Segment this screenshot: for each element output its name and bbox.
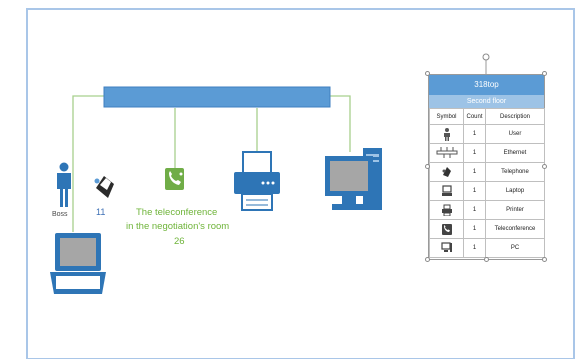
ethernet-icon: [436, 147, 457, 158]
printer-icon: [441, 204, 452, 216]
connector-laptop: [72, 95, 104, 232]
resize-handle-top-left[interactable]: [425, 71, 430, 76]
legend-count: 1: [463, 162, 486, 182]
legend-count: 1: [463, 219, 486, 239]
legend-row: 1 PC: [429, 238, 545, 258]
legend-header-description: Description: [485, 108, 545, 125]
legend-symbol-pc: [429, 238, 464, 258]
legend-description: Laptop: [485, 181, 545, 201]
legend-description: Printer: [485, 200, 545, 220]
legend-description: Teleconference: [485, 219, 545, 239]
legend-description: Ethernet: [485, 143, 545, 163]
resize-handle-mid-left[interactable]: [425, 164, 430, 169]
teleconference-icon: [441, 223, 452, 235]
legend-row: 1 Telephone: [429, 162, 545, 182]
legend-count: 1: [463, 143, 486, 163]
teleconference-icon[interactable]: [165, 168, 184, 190]
legend-symbol-printer: [429, 200, 464, 220]
legend-description: User: [485, 124, 545, 144]
pc-icon[interactable]: [325, 148, 382, 210]
legend-table[interactable]: 318top Second floor Symbol Count Descrip…: [428, 74, 545, 260]
resize-handle-mid-right[interactable]: [542, 164, 547, 169]
ethernet-bus[interactable]: [103, 86, 331, 108]
teleconference-label-line2: in the negotiation's room: [126, 221, 230, 232]
legend-count: 1: [463, 200, 486, 220]
legend-count: 1: [463, 124, 486, 144]
resize-handle-bottom-mid[interactable]: [484, 257, 489, 262]
user-icon: [443, 127, 450, 141]
boss-label: Boss: [52, 211, 68, 218]
legend-grid: Symbol Count Description 1 User: [429, 108, 545, 258]
user-icon[interactable]: [57, 162, 71, 208]
legend-symbol-ethernet: [429, 143, 464, 163]
connector-pc: [330, 95, 351, 152]
telephone-icon[interactable]: [94, 176, 115, 198]
resize-handle-bottom-right[interactable]: [542, 257, 547, 262]
telephone-icon: [442, 167, 451, 177]
teleconference-label-line1: The teleconference: [136, 207, 218, 218]
legend-header-symbol: Symbol: [429, 108, 464, 125]
pc-icon: [440, 242, 452, 252]
legend-count: 1: [463, 238, 486, 258]
legend-description: PC: [485, 238, 545, 258]
legend-row: 1 Teleconference: [429, 219, 545, 239]
legend-count: 1: [463, 181, 486, 201]
printer-icon[interactable]: [234, 151, 280, 211]
legend-symbol-laptop: [429, 181, 464, 201]
connector-lines: [72, 95, 351, 232]
legend-symbol-telephone: [429, 162, 464, 182]
teleconference-label-line3: 26: [174, 236, 185, 247]
legend-row: 1 User: [429, 124, 545, 144]
legend-row: 1 Ethernet: [429, 143, 545, 163]
legend-subtitle: Second floor: [429, 95, 544, 108]
legend-title: 318top: [429, 75, 544, 95]
legend-header-count: Count: [463, 108, 486, 125]
laptop-icon: [441, 185, 452, 196]
legend-description: Telephone: [485, 162, 545, 182]
legend-row: 1 Printer: [429, 200, 545, 220]
resize-handle-bottom-left[interactable]: [425, 257, 430, 262]
legend-symbol-teleconference: [429, 219, 464, 239]
legend-row: 1 Laptop: [429, 181, 545, 201]
laptop-icon[interactable]: [50, 233, 106, 294]
legend-symbol-user: [429, 124, 464, 144]
rotation-handle[interactable]: [482, 53, 490, 61]
resize-handle-top-right[interactable]: [542, 71, 547, 76]
telephone-count-label: 11: [96, 207, 106, 217]
